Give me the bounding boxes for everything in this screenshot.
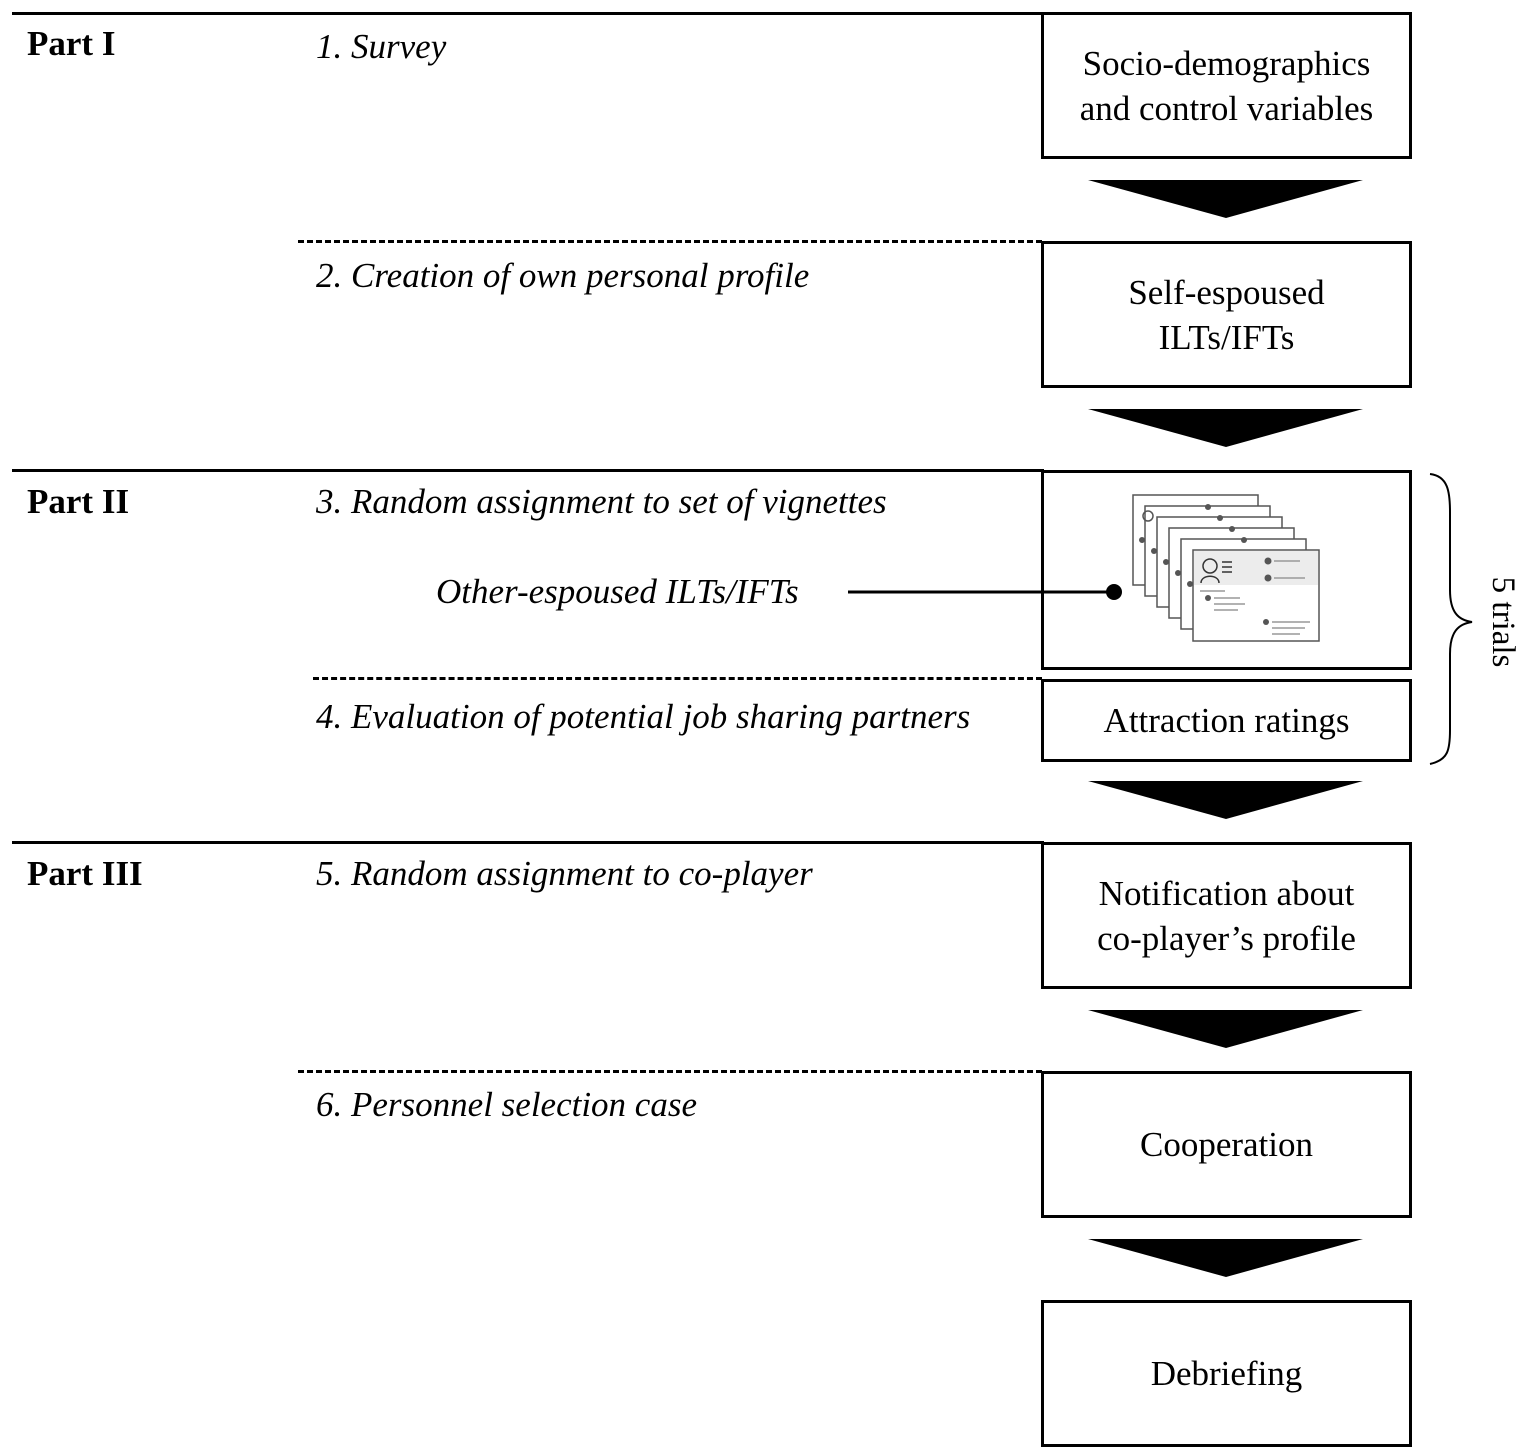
step-1-label: 1. Survey <box>316 27 447 66</box>
step-5-label: 5. Random assignment to co-player <box>316 854 813 893</box>
arrow-4-icon <box>1088 1010 1363 1048</box>
step-6-label: 6. Personnel selection case <box>316 1085 698 1124</box>
socio-demographics-box: Socio-demographics and control variables <box>1041 12 1412 159</box>
part-ii-label: Part II <box>27 482 130 521</box>
step-4-separator <box>313 677 1042 680</box>
part-iii-separator <box>12 841 1044 844</box>
debriefing-text: Debriefing <box>1150 1354 1303 1393</box>
attraction-ratings-text: Attraction ratings <box>1103 701 1350 740</box>
step-6-separator <box>298 1070 1042 1073</box>
arrow-5-icon <box>1088 1239 1363 1277</box>
connector-dot-icon <box>1106 584 1122 600</box>
other-espoused-label: Other-espoused ILTs/IFTs <box>436 572 799 611</box>
cooperation-box: Cooperation <box>1041 1071 1412 1218</box>
attraction-ratings-box: Attraction ratings <box>1041 679 1412 762</box>
step-3-label: 3. Random assignment to set of vignettes <box>316 482 887 521</box>
part-i-separator <box>12 12 1044 15</box>
arrow-1-icon <box>1088 180 1363 218</box>
arrow-3-icon <box>1088 781 1363 819</box>
step-2-separator <box>298 240 1042 243</box>
self-espoused-box: Self-espoused ILTs/IFTs <box>1041 241 1412 388</box>
step-4-label: 4. Evaluation of potential job sharing p… <box>316 697 971 736</box>
step-2-label: 2. Creation of own personal profile <box>316 256 810 295</box>
trials-label: 5 trials <box>1485 577 1521 668</box>
part-i-label: Part I <box>27 24 116 63</box>
debriefing-box: Debriefing <box>1041 1300 1412 1447</box>
cooperation-text: Cooperation <box>1139 1125 1314 1164</box>
stacked-profile-cards-icon <box>1132 494 1320 642</box>
socio-demographics-text: Socio-demographics and control variables <box>1079 43 1374 128</box>
notification-text: Notification about co-player’s profile <box>1097 873 1356 958</box>
self-espoused-text: Self-espoused ILTs/IFTs <box>1128 272 1325 357</box>
trials-brace-icon <box>1429 473 1473 765</box>
arrow-2-icon <box>1088 409 1363 447</box>
notification-box: Notification about co-player’s profile <box>1041 842 1412 989</box>
part-iii-label: Part III <box>27 854 143 893</box>
part-ii-separator <box>12 469 1044 472</box>
